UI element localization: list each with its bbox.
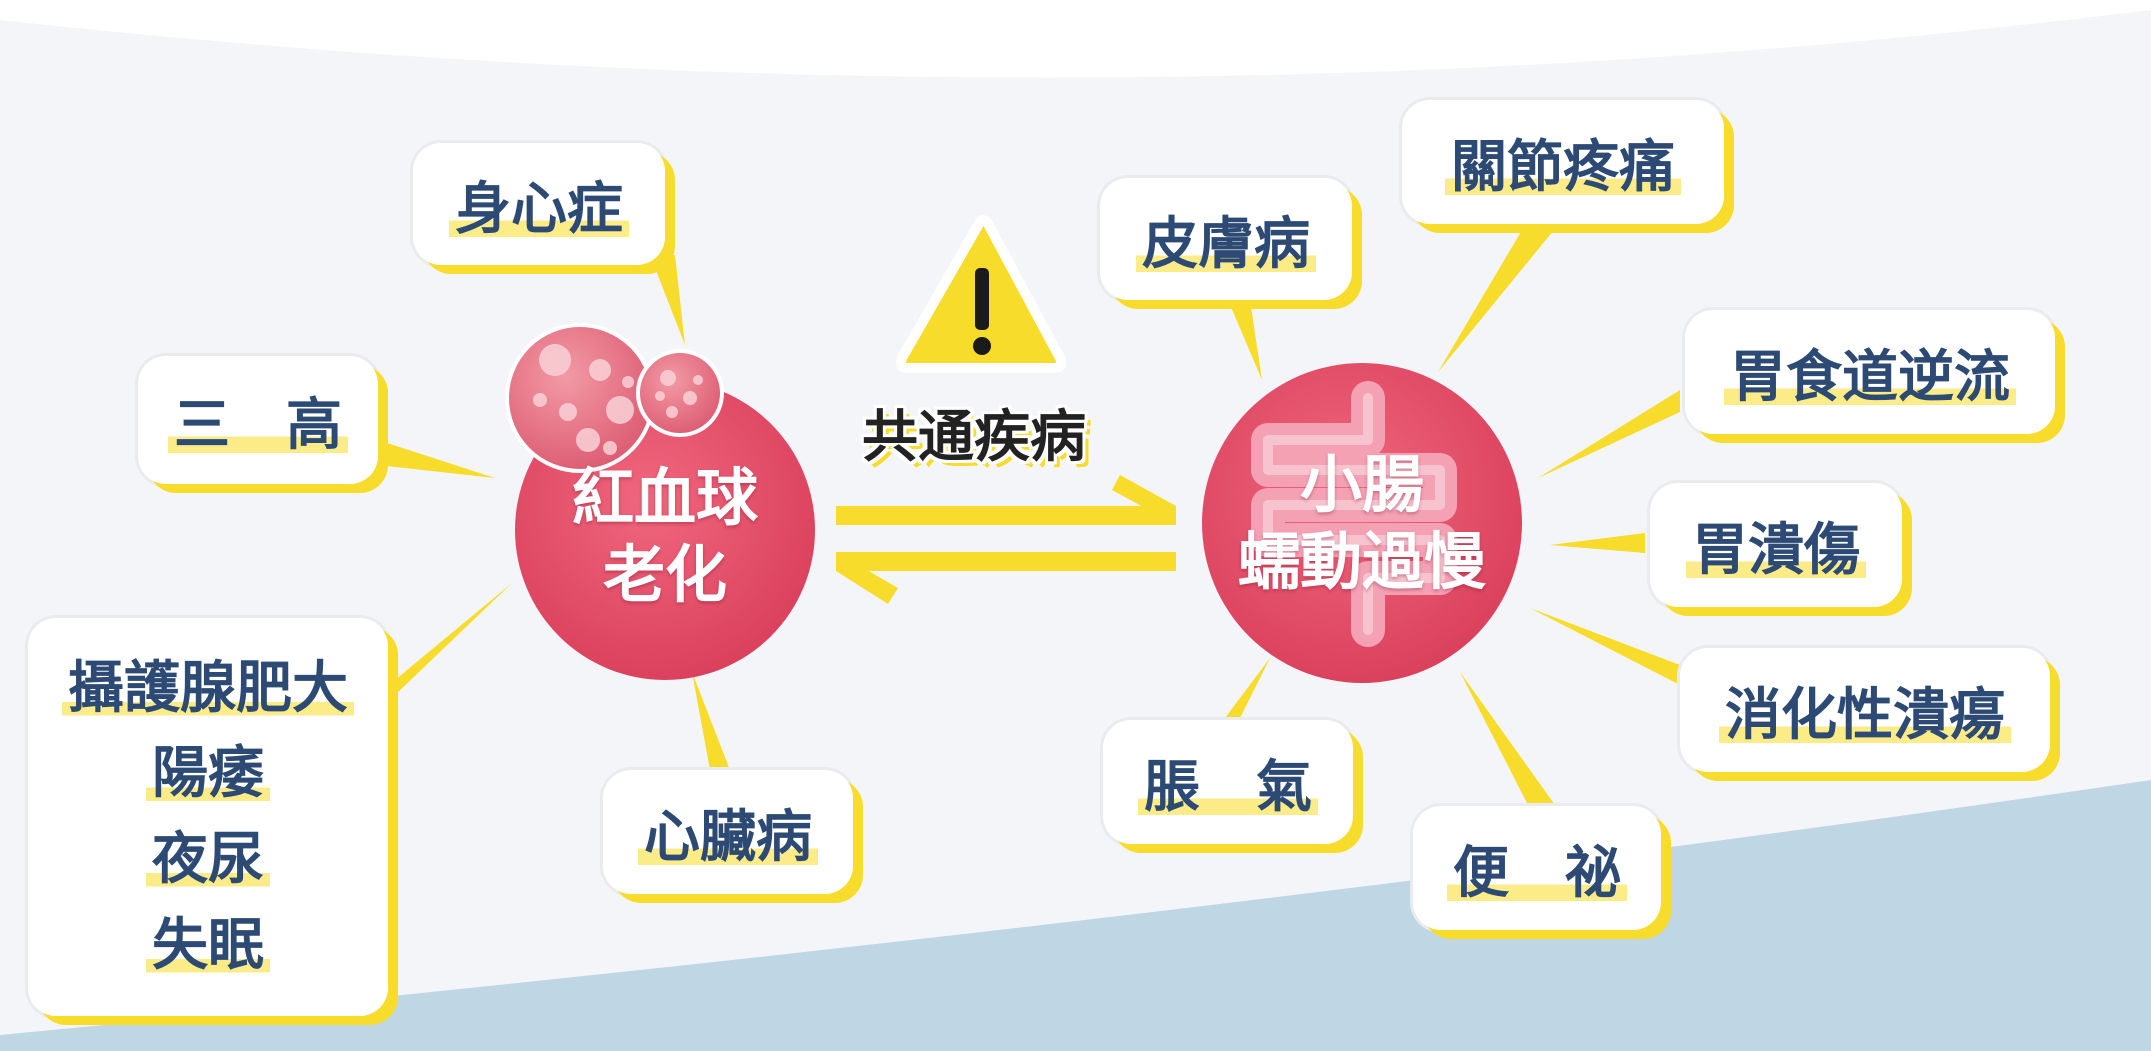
bottom-wave bbox=[0, 780, 2151, 1051]
node-gastric-ulcer-label: 胃潰傷 bbox=[1686, 504, 1866, 586]
left-hub-line-2: 老化 bbox=[602, 538, 727, 611]
top-arc bbox=[0, 0, 2151, 78]
node-joint: 關節疼痛 bbox=[1402, 100, 1724, 224]
left-connectors bbox=[378, 255, 730, 770]
node-bloating: 脹 氣 bbox=[1103, 720, 1353, 844]
double-arrow bbox=[836, 475, 1176, 604]
node-psychosomatic: 身心症 bbox=[413, 143, 665, 265]
connector-joint bbox=[1438, 225, 1558, 372]
node-gerd-label: 胃食道逆流 bbox=[1724, 331, 2016, 413]
connector-bloating bbox=[1225, 658, 1270, 718]
node-gerd: 胃食道逆流 bbox=[1685, 310, 2055, 434]
warning-icon bbox=[895, 215, 1067, 373]
arrow-top-bar bbox=[836, 506, 1176, 525]
right-hub-line-2: 蠕動過慢 bbox=[1237, 525, 1486, 598]
node-constipation-label: 便 祕 bbox=[1447, 827, 1627, 909]
node-prostate-label: 攝護腺肥大 bbox=[62, 654, 354, 722]
right-hub: 小腸 蠕動過慢 bbox=[1202, 363, 1522, 683]
connector-constipation bbox=[1460, 672, 1555, 805]
node-skin: 皮膚病 bbox=[1100, 178, 1352, 300]
node-psychosomatic-label: 身心症 bbox=[449, 163, 629, 245]
node-gastric-ulcer: 胃潰傷 bbox=[1650, 483, 1902, 607]
node-bloating-label: 脹 氣 bbox=[1138, 741, 1318, 823]
connector-gerd bbox=[1538, 390, 1680, 478]
node-three-highs: 三 高 bbox=[138, 356, 378, 484]
node-skin-label: 皮膚病 bbox=[1136, 198, 1316, 280]
node-heart-label: 心臟病 bbox=[638, 791, 818, 873]
node-three-highs-label: 三 高 bbox=[168, 379, 348, 461]
node-heart: 心臟病 bbox=[603, 770, 853, 894]
connector-gastric-ulcer bbox=[1550, 533, 1645, 553]
connector-psychosomatic bbox=[650, 255, 685, 345]
right-connectors bbox=[1225, 225, 1680, 805]
node-joint-label: 關節疼痛 bbox=[1445, 121, 1681, 203]
arrow-bottom-bar bbox=[836, 552, 1176, 571]
center-label: 共通疾病 bbox=[862, 405, 1086, 470]
connector-peptic-ulcer bbox=[1530, 608, 1680, 685]
blood-cell-icon bbox=[505, 323, 724, 473]
left-hub: 紅血球 老化 bbox=[515, 380, 815, 680]
right-hub-line-1: 小腸 bbox=[1299, 447, 1424, 521]
node-insomnia-label: 失眠 bbox=[146, 912, 270, 980]
node-peptic-ulcer-label: 消化性潰瘍 bbox=[1719, 669, 2011, 751]
node-impotence-label: 陽痿 bbox=[146, 740, 270, 808]
intestine-icon bbox=[1251, 381, 1457, 647]
connector-three-highs bbox=[378, 440, 495, 478]
connector-skin bbox=[1228, 300, 1262, 380]
node-peptic-ulcer: 消化性潰瘍 bbox=[1680, 648, 2050, 772]
node-constipation: 便 祕 bbox=[1413, 806, 1661, 930]
connector-heart bbox=[692, 672, 730, 770]
arrow-top-head bbox=[1112, 475, 1176, 525]
arrow-bottom-head bbox=[836, 552, 898, 604]
left-hub-line-1: 紅血球 bbox=[571, 460, 758, 534]
node-nocturia-label: 夜尿 bbox=[146, 826, 270, 894]
connector-prostate bbox=[395, 583, 512, 695]
node-prostate-group: 攝護腺肥大 陽痿 夜尿 失眠 bbox=[28, 618, 388, 1016]
